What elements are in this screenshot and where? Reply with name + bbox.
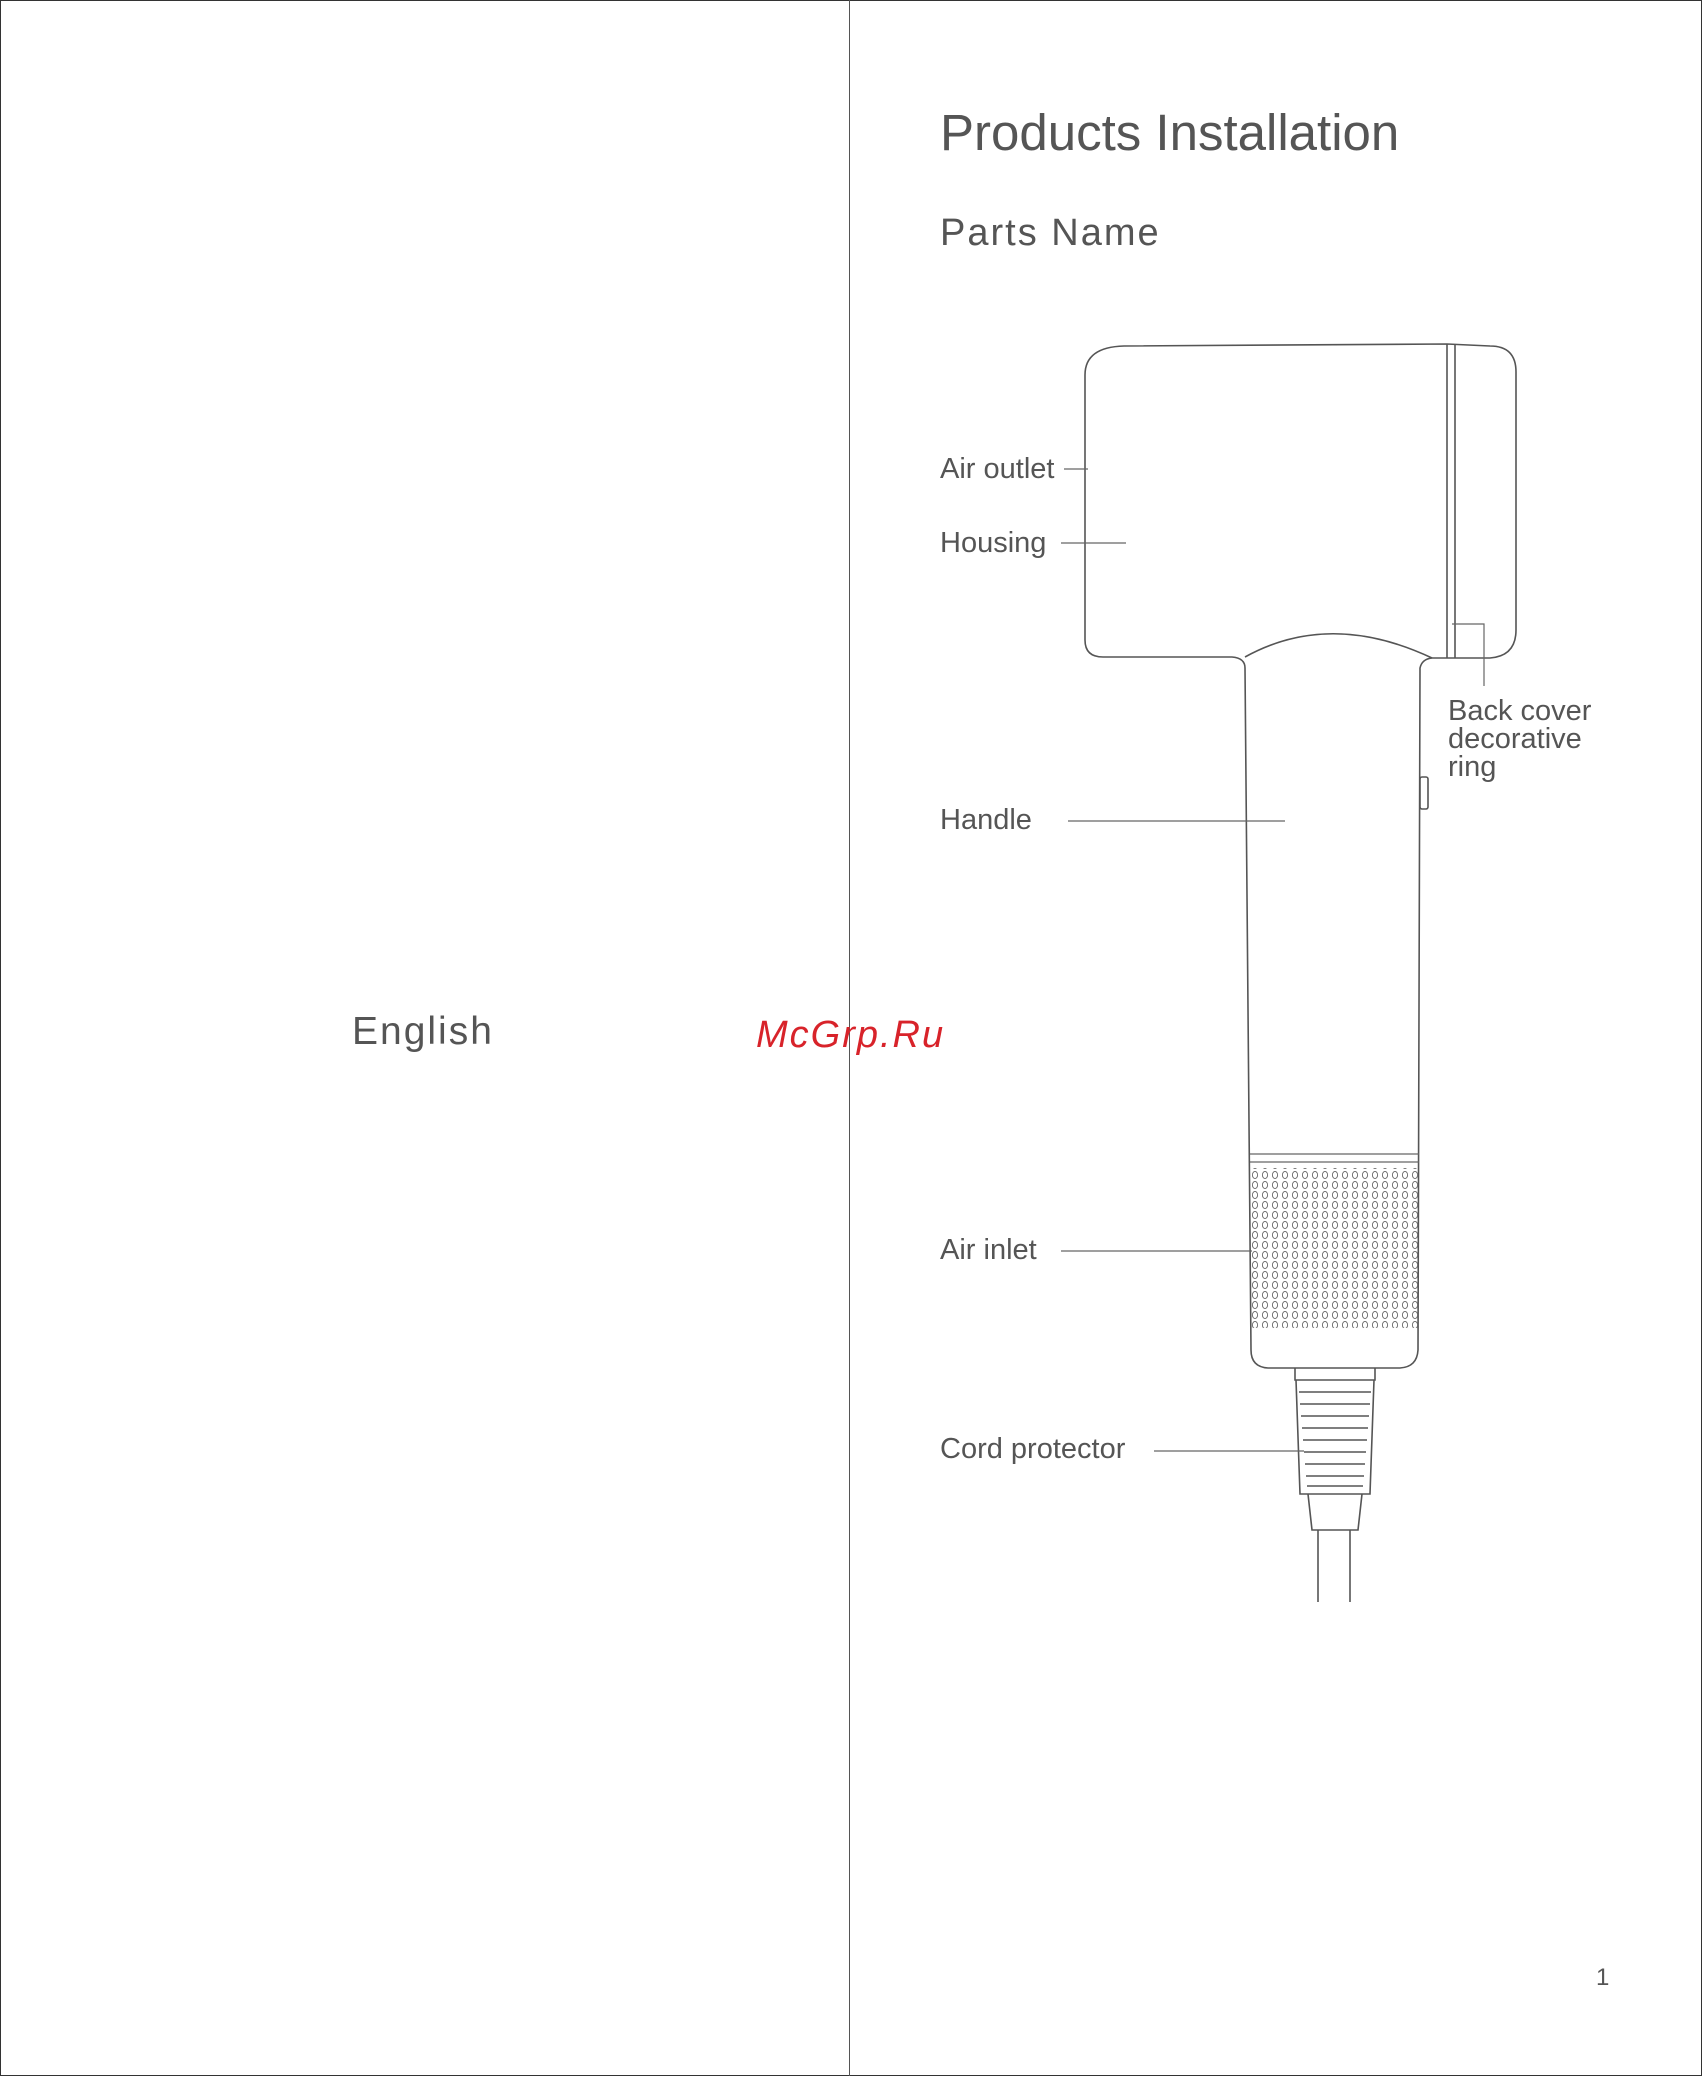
- label-air-inlet: Air inlet: [940, 1236, 1037, 1264]
- label-back-cover-line3: ring: [1448, 753, 1496, 781]
- label-back-cover-line2: decorative: [1448, 725, 1582, 753]
- label-handle: Handle: [940, 806, 1032, 834]
- label-housing: Housing: [940, 529, 1046, 557]
- dryer-neck-arch: [1245, 634, 1432, 658]
- label-back-cover-line1: Back cover: [1448, 697, 1591, 725]
- cord-protector: [1295, 1368, 1375, 1530]
- switch-button: [1420, 777, 1428, 809]
- label-cord-protector: Cord protector: [940, 1435, 1125, 1463]
- label-air-outlet: Air outlet: [940, 455, 1054, 483]
- leader-back-cover: [1452, 624, 1484, 686]
- page-number: 1: [1596, 1964, 1609, 1992]
- air-inlet-mesh: [1252, 1168, 1418, 1328]
